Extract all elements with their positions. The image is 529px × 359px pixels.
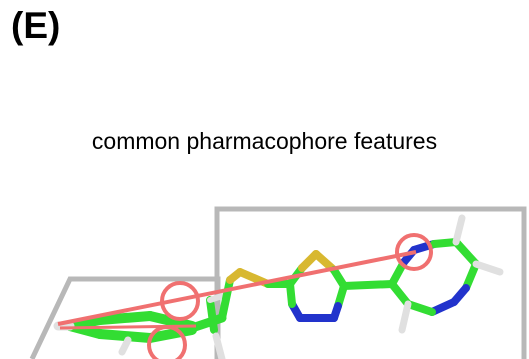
pyridine-ring [388,238,480,316]
right-bounding-box [214,206,527,359]
figure-caption: common pharmacophore features [91,128,438,154]
pharmacophore-markers [57,233,433,359]
hydrogen-lower-left [118,336,132,356]
thiadiazole-ring [286,250,348,322]
pharmacophore-connector-long [57,250,417,326]
hydrogen-pyridine-right [472,260,504,276]
feature-circle-nitrogen [395,233,433,271]
feature-circle-aromatic-top [160,281,200,321]
hydrogen-pyridine-top [452,214,466,246]
hydrogen-pyridine-bottom [398,300,412,334]
molecule-structure [53,214,504,359]
feature-circle-aromatic-bottom [147,325,187,359]
biaryl-bond [340,280,396,290]
phenyl-ring [65,293,227,359]
panel-label: (E) [11,5,61,46]
